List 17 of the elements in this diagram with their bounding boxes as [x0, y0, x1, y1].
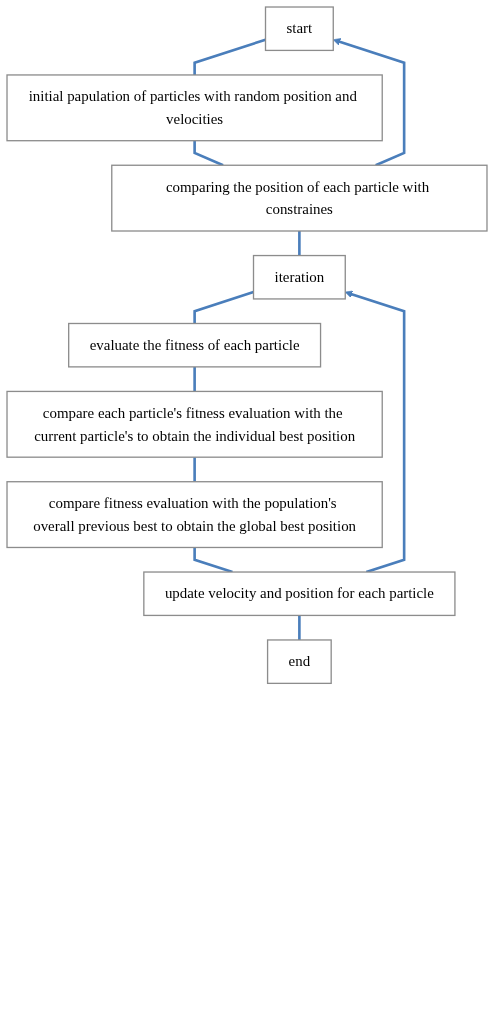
node-box: initial papulation of particles with random position and velocities [6, 74, 383, 142]
node-box: end [266, 639, 332, 684]
node-box: iteration [252, 254, 346, 300]
connector [193, 140, 224, 167]
connector [193, 366, 196, 392]
node-box: comparing the position of each particle with constraines [111, 164, 488, 232]
node-box: compare each particle's fitness evaluation with the current particle's to obtain the individual best position [6, 390, 383, 458]
node-box: update velocity and position for each particle [143, 571, 456, 617]
connector [193, 38, 266, 75]
connector [193, 457, 196, 482]
node-box: evaluate the fitness of each particle [68, 322, 322, 368]
connector [193, 290, 254, 324]
connector [298, 231, 301, 256]
connector [298, 615, 301, 640]
node-box: compare fitness evaluation with the population's overall previous best to obtain the global best position [6, 481, 383, 549]
node-box: start [264, 6, 334, 52]
connector [193, 547, 233, 574]
